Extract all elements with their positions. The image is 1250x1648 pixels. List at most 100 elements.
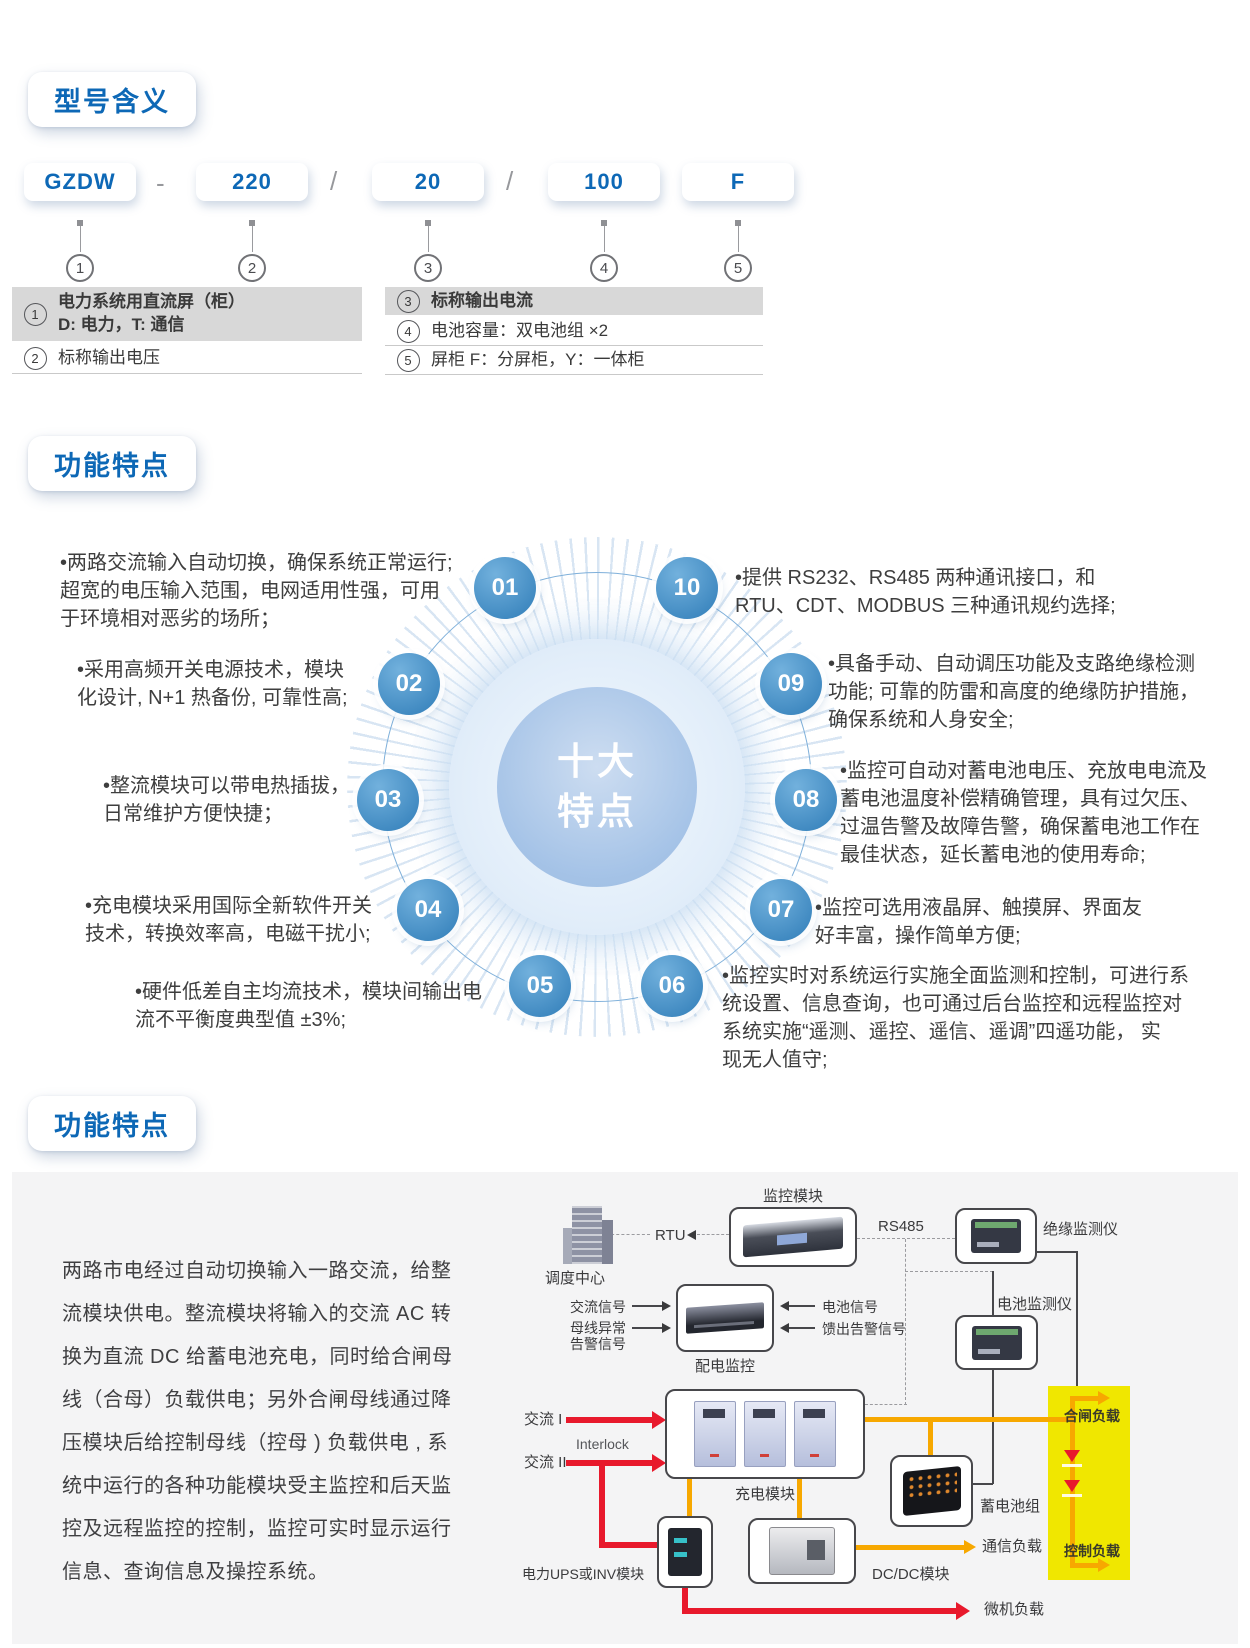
closing-load-line	[1070, 1396, 1098, 1401]
rs485-branch-line	[905, 1271, 993, 1272]
rectifier-module-icon	[744, 1401, 786, 1467]
dcdc-module-box	[748, 1518, 856, 1584]
connector-dot	[77, 220, 83, 226]
comm-load-label: 通信负载	[982, 1538, 1043, 1555]
ac1-line	[566, 1417, 653, 1423]
dc-bus-main	[865, 1417, 1074, 1422]
model-part-capacity: 100	[548, 163, 660, 201]
closing-load-arrowhead	[1098, 1391, 1110, 1405]
model-separator-slash-1: /	[330, 166, 338, 196]
model-part-cabinet: F	[682, 163, 794, 201]
feature-text-10: •提供 RS232、RS485 两种通讯接口，和 RTU、CDT、MODBUS …	[735, 567, 1116, 617]
insulation-monitor-box	[955, 1208, 1037, 1264]
feature-number-08: 08	[775, 769, 837, 831]
rtu-dashed-line	[697, 1234, 729, 1235]
feature-number-02: 02	[378, 653, 440, 715]
marker-1: 1	[66, 254, 94, 282]
dispatch-center-icon	[563, 1206, 613, 1264]
section-title-system: 功能特点	[28, 1096, 196, 1151]
feature-text-02: •采用高频开关电源技术，模块 化设计, N+1 热备份, 可靠性高;	[77, 659, 348, 709]
model-legend-left: 1 电力系统用直流屏（柜） D: 电力，T: 通信 2 标称输出电压	[12, 287, 362, 374]
feature-text-03: •整流模块可以带电热插拔， 日常维护方便快捷；	[103, 775, 351, 825]
connector-line	[604, 226, 605, 252]
diode-bar	[1062, 1464, 1082, 1467]
legend-row: 2 标称输出电压	[12, 343, 362, 374]
marker-2: 2	[238, 254, 266, 282]
connector-dot	[249, 220, 255, 226]
ac2-line	[566, 1460, 653, 1466]
rtu-dashed-line	[606, 1234, 650, 1235]
feature-text-05: •硬件低差自主均流技术，模块间输出电 流不平衡度典型值 ±3%;	[135, 981, 483, 1031]
legend-marker: 5	[385, 348, 431, 372]
ac1-label: 交流 I	[524, 1411, 563, 1428]
legend-marker: 3	[385, 289, 431, 313]
model-legend-right: 3 标称输出电流 4 电池容量：双电池组 ×2 5 屏柜 F：分屏柜，Y：一体柜	[385, 287, 763, 375]
model-separator-dash: -	[156, 168, 165, 198]
arrowhead-to-rtu	[687, 1230, 696, 1240]
interlock-label: Interlock	[576, 1436, 629, 1452]
dc-bus-to-dcdc	[797, 1479, 802, 1518]
ups-device-icon	[668, 1528, 702, 1576]
marker-5: 5	[724, 254, 752, 282]
battery-monitor-link-v	[992, 1370, 994, 1484]
marker-4: 4	[590, 254, 618, 282]
monitor-module-label: 监控模块	[762, 1188, 823, 1205]
rs485-drop-line	[905, 1239, 906, 1405]
connector-line	[80, 226, 81, 252]
feature-number-10: 10	[656, 557, 718, 619]
legend-row: 3 标称输出电流	[385, 287, 763, 317]
legend-text: 标称输出电流	[431, 290, 533, 310]
ups-module-box	[657, 1516, 713, 1588]
ac-signal-label: 交流信号	[570, 1299, 626, 1315]
ups-module-label: 电力UPS或INV模块	[522, 1566, 645, 1582]
mcu-load-arrowhead	[956, 1602, 970, 1620]
section-title-model: 型号含义	[28, 72, 196, 127]
feature-number-05: 05	[509, 955, 571, 1017]
battery-signal-arrowhead	[780, 1301, 789, 1311]
closing-load-label: 合闸负载	[1064, 1408, 1120, 1424]
mcu-load-line	[682, 1608, 958, 1614]
control-load-arrowhead	[1098, 1558, 1110, 1572]
legend-text: 标称输出电压	[58, 347, 160, 367]
legend-row: 5 屏柜 F：分屏柜，Y：一体柜	[385, 346, 763, 375]
charger-module-box	[665, 1389, 865, 1479]
legend-marker: 2	[12, 346, 58, 370]
rs485-to-charger-line	[865, 1404, 907, 1405]
battery-pack-label: 蓄电池组	[980, 1498, 1041, 1515]
battery-pack-icon	[902, 1465, 961, 1517]
ac-to-ups-h	[599, 1542, 657, 1548]
rtu-label: RTU	[655, 1227, 686, 1244]
monitor-module-box	[729, 1207, 857, 1267]
feature-text-07: •监控可选用液晶屏、触摸屏、界面友 好丰富，操作简单方便;	[815, 897, 1143, 947]
control-load-line	[1070, 1563, 1098, 1568]
connector-line	[738, 226, 739, 252]
rs485-dashed-line	[857, 1238, 955, 1239]
ac-signal-arrowhead	[662, 1301, 671, 1311]
ac-to-ups-v	[599, 1460, 605, 1548]
flat-device-icon	[686, 1302, 764, 1334]
bus-abnormal-line	[632, 1327, 662, 1329]
ac-signal-line	[632, 1305, 662, 1307]
rack-device-icon	[743, 1216, 843, 1258]
feeder-alarm-line	[789, 1327, 815, 1329]
connector-line	[252, 226, 253, 252]
legend-marker: 1	[12, 302, 58, 326]
feature-text-09: •具备手动、自动调压功能及支路绝缘检测 功能; 可靠的防雷和高度的绝缘防护措施，…	[828, 653, 1200, 731]
model-separator-slash-2: /	[506, 166, 514, 196]
marker-3: 3	[414, 254, 442, 282]
model-part-current: 20	[372, 163, 484, 201]
feeder-alarm-label: 馈出告警信号	[822, 1321, 906, 1337]
battery-signal-line	[789, 1305, 815, 1307]
diode-bar	[1062, 1494, 1082, 1497]
battery-signal-label: 电池信号	[822, 1299, 878, 1315]
ac2-label: 交流 II	[524, 1454, 567, 1471]
rs485-label: RS485	[878, 1218, 924, 1235]
rectifier-module-icon	[794, 1401, 836, 1467]
rectifier-module-icon	[694, 1401, 736, 1467]
bus-abnormal-arrowhead	[662, 1323, 671, 1333]
legend-text: 电力系统用直流屏（柜） D: 电力，T: 通信	[58, 292, 245, 334]
mcu-load-label: 微机负载	[984, 1601, 1045, 1618]
connector-line	[428, 226, 429, 252]
dc-bus-to-battery	[928, 1422, 933, 1455]
